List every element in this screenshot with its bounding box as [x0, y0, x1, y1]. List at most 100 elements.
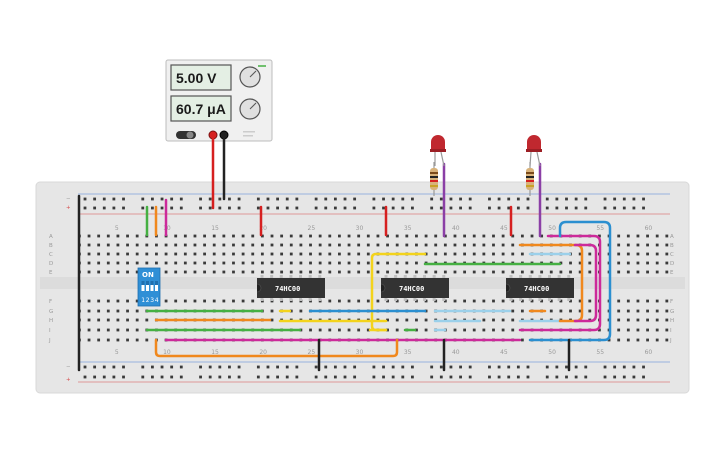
breadboard-hole[interactable] — [655, 328, 659, 332]
rail-hole[interactable] — [574, 375, 578, 379]
rail-hole[interactable] — [276, 197, 279, 201]
breadboard-hole[interactable] — [328, 299, 332, 303]
breadboard-hole[interactable] — [328, 261, 332, 265]
rail-hole[interactable] — [151, 206, 154, 210]
breadboard-hole[interactable] — [443, 252, 447, 256]
rail-hole[interactable] — [170, 375, 174, 379]
rail-hole[interactable] — [584, 375, 588, 379]
breadboard-hole[interactable] — [501, 234, 505, 238]
rail-hole[interactable] — [93, 365, 97, 369]
breadboard-hole[interactable] — [155, 261, 158, 265]
breadboard-hole[interactable] — [135, 338, 139, 342]
breadboard-hole[interactable] — [559, 299, 563, 303]
breadboard-hole[interactable] — [183, 252, 187, 256]
breadboard-hole[interactable] — [299, 252, 303, 256]
rail-hole[interactable] — [160, 375, 164, 379]
rail-hole[interactable] — [314, 206, 318, 210]
led-2[interactable] — [526, 135, 542, 167]
breadboard-hole[interactable] — [87, 318, 91, 322]
rail-hole[interactable] — [439, 365, 443, 369]
breadboard-hole[interactable] — [106, 338, 110, 342]
breadboard-hole[interactable] — [212, 270, 216, 274]
breadboard-hole[interactable] — [135, 252, 139, 256]
rail-hole[interactable] — [160, 206, 164, 210]
breadboard-hole[interactable] — [395, 318, 399, 322]
breadboard-hole[interactable] — [347, 243, 351, 247]
rail-hole[interactable] — [382, 206, 385, 210]
breadboard-hole[interactable] — [415, 234, 418, 238]
rail-hole[interactable] — [353, 197, 357, 201]
breadboard-hole[interactable] — [87, 243, 91, 247]
rail-hole[interactable] — [285, 197, 289, 201]
breadboard-hole[interactable] — [492, 328, 495, 332]
breadboard-hole[interactable] — [617, 299, 621, 303]
rail-hole[interactable] — [613, 375, 617, 379]
breadboard-hole[interactable] — [251, 252, 255, 256]
breadboard-hole[interactable] — [318, 270, 322, 274]
breadboard-hole[interactable] — [395, 328, 399, 332]
breadboard-hole[interactable] — [646, 243, 649, 247]
breadboard-hole[interactable] — [87, 328, 91, 332]
rail-hole[interactable] — [507, 197, 511, 201]
breadboard-hole[interactable] — [270, 252, 274, 256]
breadboard-hole[interactable] — [665, 328, 669, 332]
breadboard-hole[interactable] — [655, 270, 659, 274]
rail-hole[interactable] — [256, 365, 260, 369]
breadboard-hole[interactable] — [453, 234, 457, 238]
breadboard-hole[interactable] — [482, 243, 486, 247]
rail-hole[interactable] — [266, 197, 270, 201]
rail-hole[interactable] — [372, 375, 376, 379]
breadboard-hole[interactable] — [472, 270, 476, 274]
rail-hole[interactable] — [401, 197, 405, 201]
breadboard-hole[interactable] — [135, 243, 139, 247]
breadboard-hole[interactable] — [203, 261, 206, 265]
breadboard-hole[interactable] — [386, 243, 389, 247]
breadboard-hole[interactable] — [386, 234, 389, 238]
breadboard-hole[interactable] — [338, 270, 341, 274]
wires[interactable] — [77, 136, 612, 372]
breadboard-hole[interactable] — [443, 243, 447, 247]
breadboard-hole[interactable] — [203, 243, 206, 247]
breadboard-hole[interactable] — [617, 328, 621, 332]
rail-hole[interactable] — [468, 375, 472, 379]
rail-hole[interactable] — [632, 197, 636, 201]
breadboard-hole[interactable] — [665, 299, 669, 303]
breadboard-hole[interactable] — [511, 318, 515, 322]
breadboard-hole[interactable] — [655, 309, 659, 313]
rail-hole[interactable] — [372, 206, 376, 210]
rail-hole[interactable] — [160, 197, 164, 201]
rail-hole[interactable] — [314, 197, 318, 201]
rail-hole[interactable] — [468, 206, 472, 210]
breadboard-hole[interactable] — [212, 252, 216, 256]
rail-hole[interactable] — [565, 206, 568, 210]
breadboard-hole[interactable] — [193, 261, 197, 265]
breadboard-hole[interactable] — [357, 328, 361, 332]
breadboard-hole[interactable] — [617, 318, 621, 322]
breadboard-hole[interactable] — [222, 261, 226, 265]
rail-hole[interactable] — [459, 375, 462, 379]
breadboard-hole[interactable] — [636, 261, 640, 265]
rail-hole[interactable] — [343, 365, 347, 369]
rail-hole[interactable] — [613, 206, 617, 210]
rail-hole[interactable] — [122, 375, 125, 379]
rail-hole[interactable] — [622, 206, 626, 210]
rail-hole[interactable] — [459, 197, 462, 201]
wire-magenta-right-2[interactable] — [573, 243, 598, 323]
rail-hole[interactable] — [228, 206, 231, 210]
breadboard-hole[interactable] — [318, 261, 322, 265]
rail-hole[interactable] — [507, 365, 511, 369]
breadboard-hole[interactable] — [106, 299, 110, 303]
breadboard-hole[interactable] — [395, 270, 399, 274]
breadboard-hole[interactable] — [164, 270, 168, 274]
breadboard-hole[interactable] — [434, 270, 438, 274]
rail-hole[interactable] — [141, 197, 145, 201]
breadboard-hole[interactable] — [289, 243, 293, 247]
breadboard-hole[interactable] — [463, 299, 466, 303]
breadboard-hole[interactable] — [424, 318, 428, 322]
rail-hole[interactable] — [179, 197, 183, 201]
breadboard-hole[interactable] — [646, 299, 649, 303]
rail-hole[interactable] — [603, 206, 607, 210]
rail-hole[interactable] — [545, 197, 549, 201]
